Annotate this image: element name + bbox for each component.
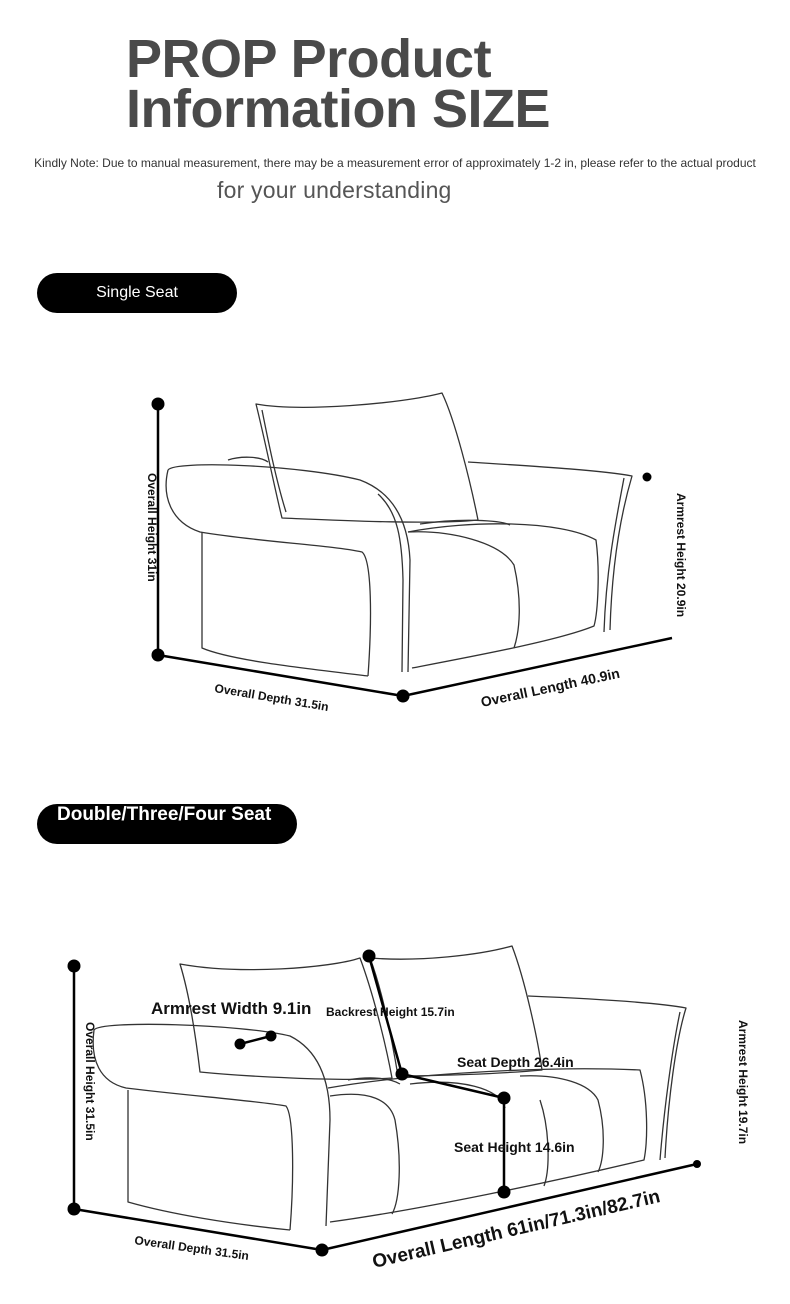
multi-overall-depth-label: Overall Depth 31.5in	[134, 1233, 250, 1263]
dimension-point	[151, 648, 165, 662]
single-overall-depth-label: Overall Depth 31.5in	[214, 681, 330, 714]
dimension-point	[67, 959, 81, 973]
page-title-line-1: PROP Product	[126, 29, 492, 89]
measurement-note: Kindly Note: Due to manual measurement, …	[34, 156, 756, 170]
dimension-point	[395, 1067, 409, 1081]
dimension-point	[362, 949, 376, 963]
dimension-point	[234, 1038, 246, 1050]
dimension-point	[315, 1243, 329, 1257]
single-seat-heading: Single Seat	[37, 273, 237, 313]
single-armrest-height-label: Armrest Height 20.9in	[674, 493, 688, 617]
single-dimension-lines	[151, 397, 673, 703]
multi-sofa-illustration	[92, 945, 687, 1231]
measurement-note-continued: for your understanding	[217, 177, 452, 203]
single-overall-length-label: Overall Length 40.9in	[479, 665, 621, 710]
page-title-line-2: Information SIZE	[126, 79, 551, 139]
single-sofa-illustration	[165, 392, 633, 677]
multi-seat-depth-label: Seat Depth 26.4in	[457, 1054, 574, 1070]
multi-seat-diagram: Overall Height 31.5in Armrest Width 9.1i…	[67, 945, 750, 1273]
dimension-point	[396, 689, 410, 703]
dimension-point	[151, 397, 165, 411]
single-seat-diagram: Overall Height 31in Armrest Height 20.9i…	[145, 392, 688, 714]
single-overall-height-label: Overall Height 31in	[145, 473, 159, 582]
page-title: PROP Product Information SIZE	[126, 29, 551, 139]
dimension-point	[642, 472, 652, 482]
multi-armrest-height-label: Armrest Height 19.7in	[736, 1020, 750, 1144]
dimension-point	[497, 1185, 511, 1199]
multi-armrest-width-label: Armrest Width 9.1in	[151, 999, 311, 1018]
multi-seat-height-label: Seat Height 14.6in	[454, 1139, 575, 1155]
multi-seat-heading: Double/Three/Four Seat	[37, 804, 297, 844]
dimension-point	[265, 1030, 277, 1042]
multi-overall-height-label: Overall Height 31.5in	[83, 1022, 97, 1141]
multi-dimension-lines	[67, 949, 701, 1257]
dimension-point	[497, 1091, 511, 1105]
multi-backrest-height-label: Backrest Height 15.7in	[326, 1005, 455, 1019]
dimension-point	[693, 1160, 701, 1168]
dimension-point	[67, 1202, 81, 1216]
